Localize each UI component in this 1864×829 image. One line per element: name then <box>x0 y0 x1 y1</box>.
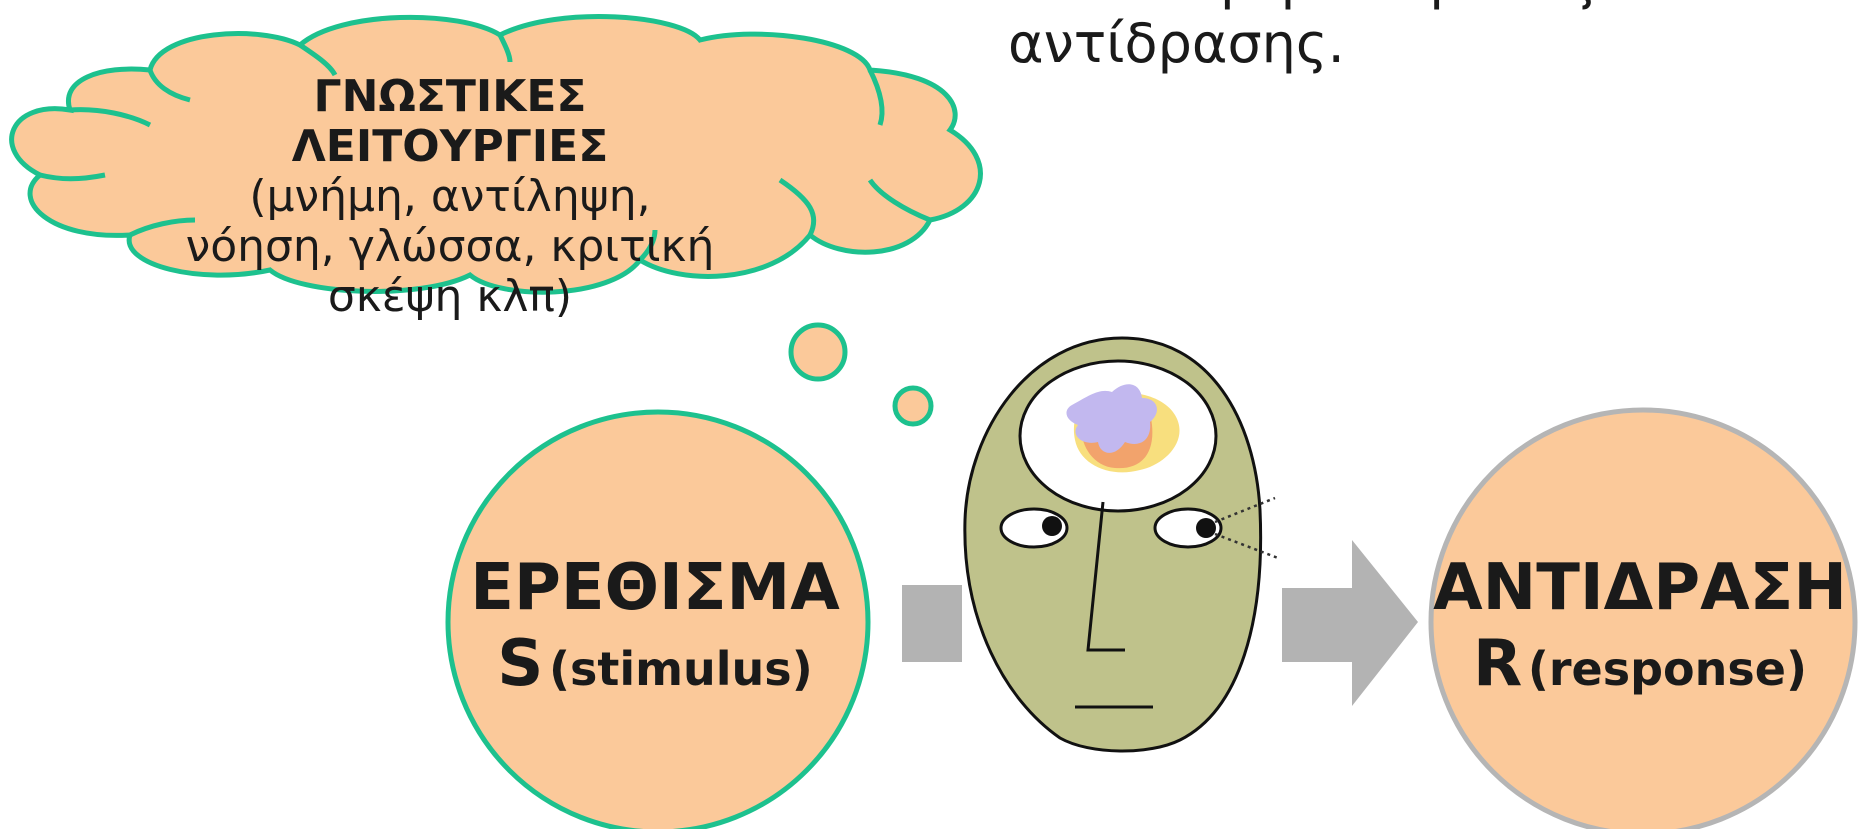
stimulus-subtitle-line: S (stimulus) <box>440 626 870 718</box>
response-letter: R <box>1473 627 1522 701</box>
cloud-text-line-3: σκέψη κλπ) <box>140 272 760 322</box>
response-label: ΑΝΤΙΔΡΑΣΗ R (response) <box>1420 550 1860 718</box>
input-arrow <box>902 585 962 662</box>
stimulus-title: ΕΡΕΘΙΣΜΑ <box>440 550 870 626</box>
head-illustration <box>965 338 1278 751</box>
right-pupil <box>1196 518 1216 538</box>
cloud-title-line-2: ΛΕΙΤΟΥΡΓΙΕΣ <box>140 122 760 172</box>
stimulus-subtitle: (stimulus) <box>549 642 813 696</box>
response-subtitle-line: R (response) <box>1420 626 1860 718</box>
cloud-text: ΓΝΩΣΤΙΚΕΣ ΛΕΙΤΟΥΡΓΙΕΣ (μνήμη, αντίληψη, … <box>140 72 760 322</box>
output-arrow <box>1282 540 1418 706</box>
thought-bubble-large <box>791 325 845 379</box>
left-pupil <box>1042 516 1062 536</box>
thought-bubble-small <box>895 388 931 424</box>
cloud-text-line-1: (μνήμη, αντίληψη, <box>140 172 760 222</box>
cloud-title-line-1: ΓΝΩΣΤΙΚΕΣ <box>140 72 760 122</box>
stimulus-letter: S <box>497 627 543 701</box>
response-title: ΑΝΤΙΔΡΑΣΗ <box>1420 550 1860 626</box>
response-subtitle: (response) <box>1528 642 1807 696</box>
cloud-text-line-2: νόηση, γλώσσα, κριτική <box>140 222 760 272</box>
top-note-text: σύνδεση ερεθίσματος αντίδρασης. <box>1008 0 1858 76</box>
stimulus-label: ΕΡΕΘΙΣΜΑ S (stimulus) <box>440 550 870 718</box>
